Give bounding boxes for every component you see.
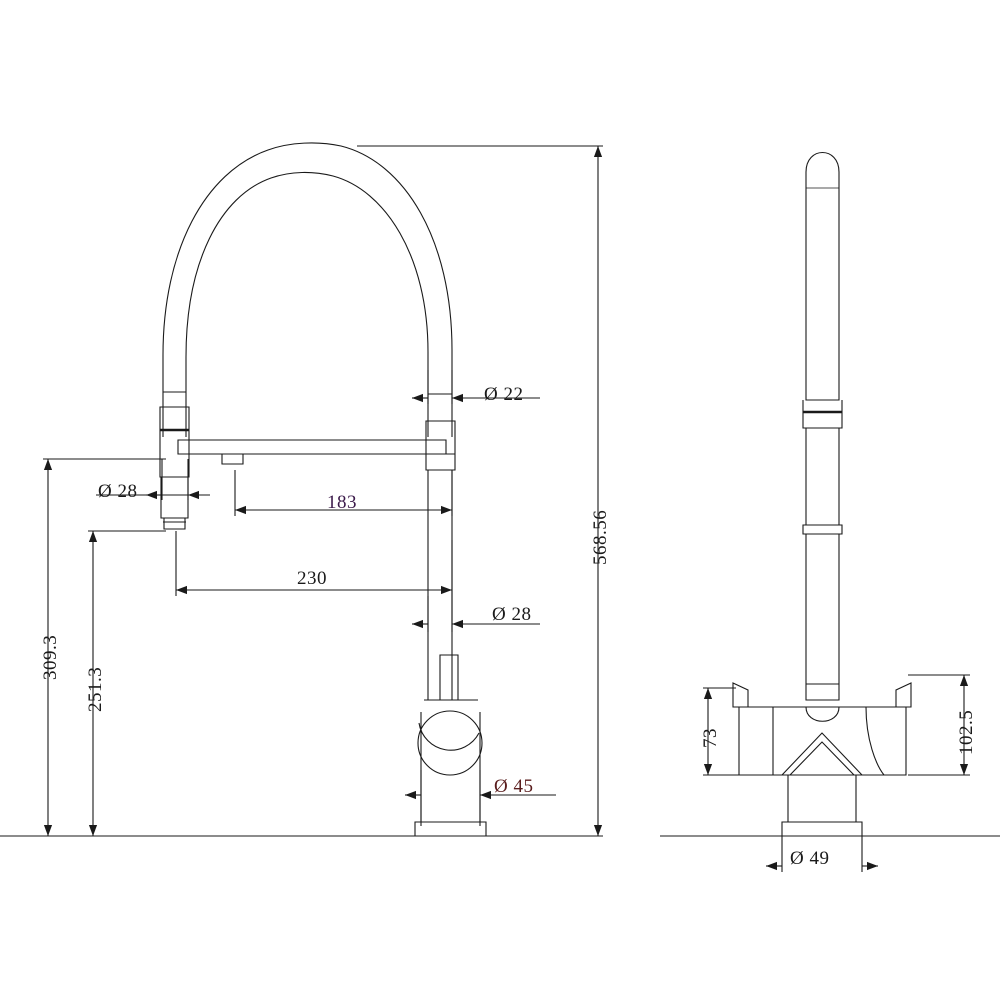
side-lower-shaft <box>805 534 840 701</box>
dim-label-183: 183 <box>327 492 357 513</box>
spray-arm-bar <box>177 439 447 455</box>
dim-251 <box>88 530 166 837</box>
side-handle-right <box>895 682 912 708</box>
spray-head-body <box>160 477 189 519</box>
front-view-spray-head <box>159 391 190 530</box>
dim-230 <box>175 531 453 596</box>
front-view-spray-arm <box>177 439 447 465</box>
dim-label-overall-height: 568.56 <box>590 509 611 565</box>
gooseneck-inner-profile <box>185 171 429 437</box>
dim-183 <box>234 470 453 516</box>
dim-label-dia-45: Ø 45 <box>494 776 534 797</box>
lever-handle <box>439 654 459 701</box>
dim-label-251: 251.3 <box>85 666 106 712</box>
spray-head-nozzle-tip <box>163 518 186 530</box>
dim-label-102: 102.5 <box>956 709 977 755</box>
side-body-block <box>738 706 907 776</box>
side-spout-upper-tube <box>805 151 840 401</box>
front-view-spout-assembly <box>162 142 453 437</box>
base-escutcheon <box>414 821 487 837</box>
side-handle-left <box>732 682 749 708</box>
side-base-escutcheon <box>781 821 863 837</box>
dim-dia-28-spray <box>96 459 210 500</box>
dim-overall-height <box>357 145 603 837</box>
dim-102 <box>908 674 970 776</box>
dim-label-dia-49: Ø 49 <box>790 848 830 869</box>
side-sleeve-lower <box>802 524 843 535</box>
dim-label-309: 309.3 <box>40 634 61 680</box>
side-sleeve-upper <box>802 400 843 429</box>
front-view-handle-and-body <box>414 654 487 837</box>
dim-label-dia-28-spray: Ø 28 <box>98 481 138 502</box>
dim-label-73: 73 <box>700 728 721 748</box>
side-pedestal-inner-v <box>789 741 855 776</box>
dim-dia-49 <box>766 836 878 872</box>
gooseneck-outer-profile <box>162 142 453 437</box>
spray-head-upper-sleeve <box>159 406 190 478</box>
dim-dia-45 <box>405 770 556 826</box>
column-upper-sleeve <box>425 420 456 471</box>
side-pedestal-outer-v <box>781 732 863 776</box>
dim-label-dia-28-column: Ø 28 <box>492 604 532 625</box>
dim-dia-28-column <box>412 596 540 632</box>
side-view-spout-assembly <box>802 151 843 701</box>
side-body-spout-junction <box>805 706 840 722</box>
dim-label-dia-22: Ø 22 <box>484 384 524 405</box>
dim-dia-22 <box>412 370 540 404</box>
side-view-body <box>732 682 912 837</box>
side-pedestal-column <box>787 775 857 823</box>
side-body-right-seam <box>865 706 885 776</box>
valve-body-shadow-arc <box>418 722 480 751</box>
dim-73 <box>703 687 739 776</box>
dim-label-230: 230 <box>297 568 327 589</box>
side-mid-shaft <box>805 428 840 526</box>
valve-body-sphere <box>417 710 483 776</box>
spray-arm-button <box>221 454 244 465</box>
